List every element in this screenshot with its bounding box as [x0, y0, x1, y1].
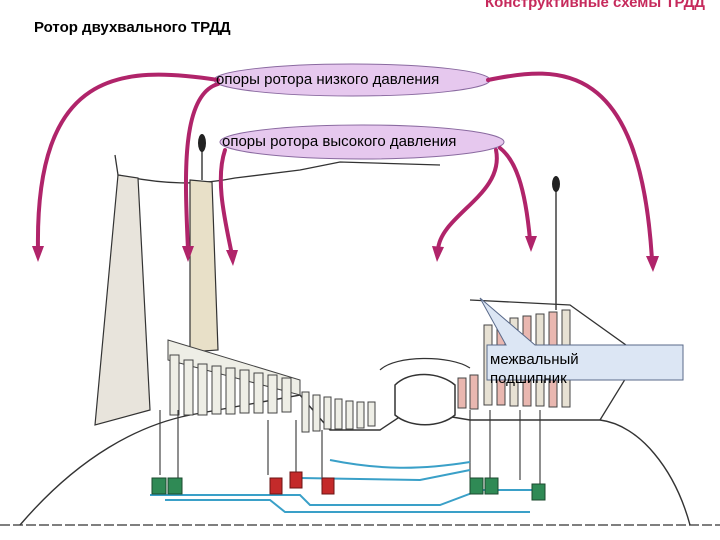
- bearing-lp-front: [152, 478, 182, 494]
- low-pressure-label: опоры ротора низкого давления: [216, 71, 439, 88]
- bypass-strut: [190, 180, 218, 352]
- high-pressure-label: опоры ротора высокого давления: [222, 133, 456, 150]
- page-title: Ротор двухвального ТРДД: [34, 19, 231, 36]
- intake-cowl: [115, 155, 440, 183]
- lp-compressor: [168, 340, 300, 415]
- fan-blade: [95, 175, 150, 425]
- strut-mount-knob: [198, 134, 206, 152]
- combustor-casing: [380, 358, 470, 370]
- intershaft-bearing-label: межвальный подшипник: [490, 350, 579, 388]
- hp-compressor: [302, 392, 375, 432]
- intershaft-line2: подшипник: [490, 369, 579, 388]
- high-pressure-arrows: [221, 148, 530, 255]
- bearing-intershaft: [470, 478, 498, 494]
- bearing-lp-rear: [532, 484, 545, 500]
- bearing-hp-mid: [322, 478, 334, 494]
- section-header: Конструктивные схемы ТРДД: [470, 0, 720, 12]
- rear-mount-knob: [552, 176, 560, 192]
- bearing-hp-front: [270, 472, 302, 494]
- intershaft-line1: межвальный: [490, 350, 579, 369]
- combustion-chamber: [395, 374, 455, 424]
